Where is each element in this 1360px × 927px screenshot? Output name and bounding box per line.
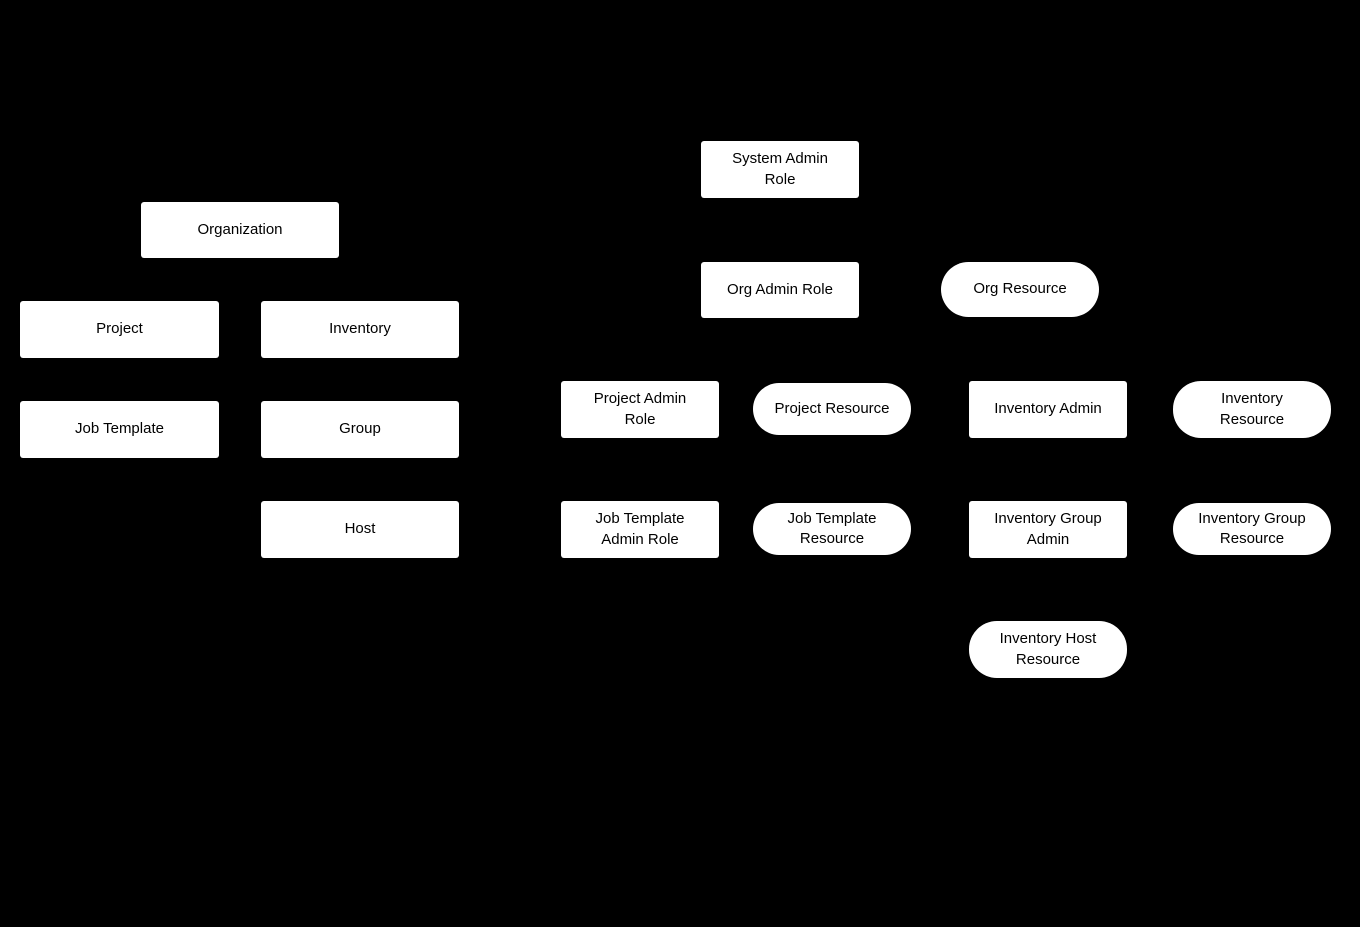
node-project-label: Project (96, 320, 143, 338)
node-system-admin-role-label: System Admin Role (732, 150, 828, 188)
node-job-template-admin-role: Job Template Admin Role (561, 501, 719, 558)
node-job-template-resource: Job Template Resource (753, 503, 911, 555)
node-org-admin-role: Org Admin Role (701, 262, 859, 318)
node-project-resource-label: Project Resource (774, 399, 890, 417)
node-inventory-host-resource-label: Inventory Host Resource (999, 630, 1097, 668)
node-project: Project (20, 301, 219, 358)
node-inventory-group-resource-label: Inventory Group Resource (1198, 509, 1306, 547)
node-inventory-group-resource: Inventory Group Resource (1173, 503, 1331, 555)
node-job-template-resource-label: Job Template Resource (787, 509, 877, 547)
node-inventory-admin-label: Inventory Admin (994, 400, 1102, 418)
node-project-admin-role-label: Project Admin Role (593, 390, 687, 428)
node-host: Host (261, 501, 459, 558)
node-organization-label: Organization (197, 220, 283, 238)
node-inventory-host-resource: Inventory Host Resource (969, 621, 1127, 678)
node-organization: Organization (141, 202, 339, 258)
node-job-template: Job Template (20, 401, 219, 458)
node-org-admin-role-label: Org Admin Role (727, 280, 833, 298)
node-project-admin-role: Project Admin Role (561, 381, 719, 438)
node-inventory-resource: Inventory Resource (1173, 381, 1331, 438)
node-group: Group (261, 401, 459, 458)
node-inventory-label: Inventory (329, 320, 391, 338)
node-group-label: Group (339, 420, 381, 438)
node-inventory: Inventory (261, 301, 459, 358)
node-org-resource-label: Org Resource (973, 280, 1067, 298)
node-job-template-label: Job Template (75, 420, 164, 438)
node-project-resource: Project Resource (753, 383, 911, 435)
node-inventory-group-admin: Inventory Group Admin (969, 501, 1127, 558)
node-host-label: Host (344, 520, 376, 538)
node-system-admin-role: System Admin Role (701, 141, 859, 198)
node-inventory-admin: Inventory Admin (969, 381, 1127, 438)
node-inventory-resource-label: Inventory Resource (1219, 390, 1285, 428)
node-org-resource: Org Resource (941, 262, 1099, 317)
node-job-template-admin-role-label: Job Template Admin Role (595, 510, 685, 548)
node-inventory-group-admin-label: Inventory Group Admin (994, 510, 1102, 548)
